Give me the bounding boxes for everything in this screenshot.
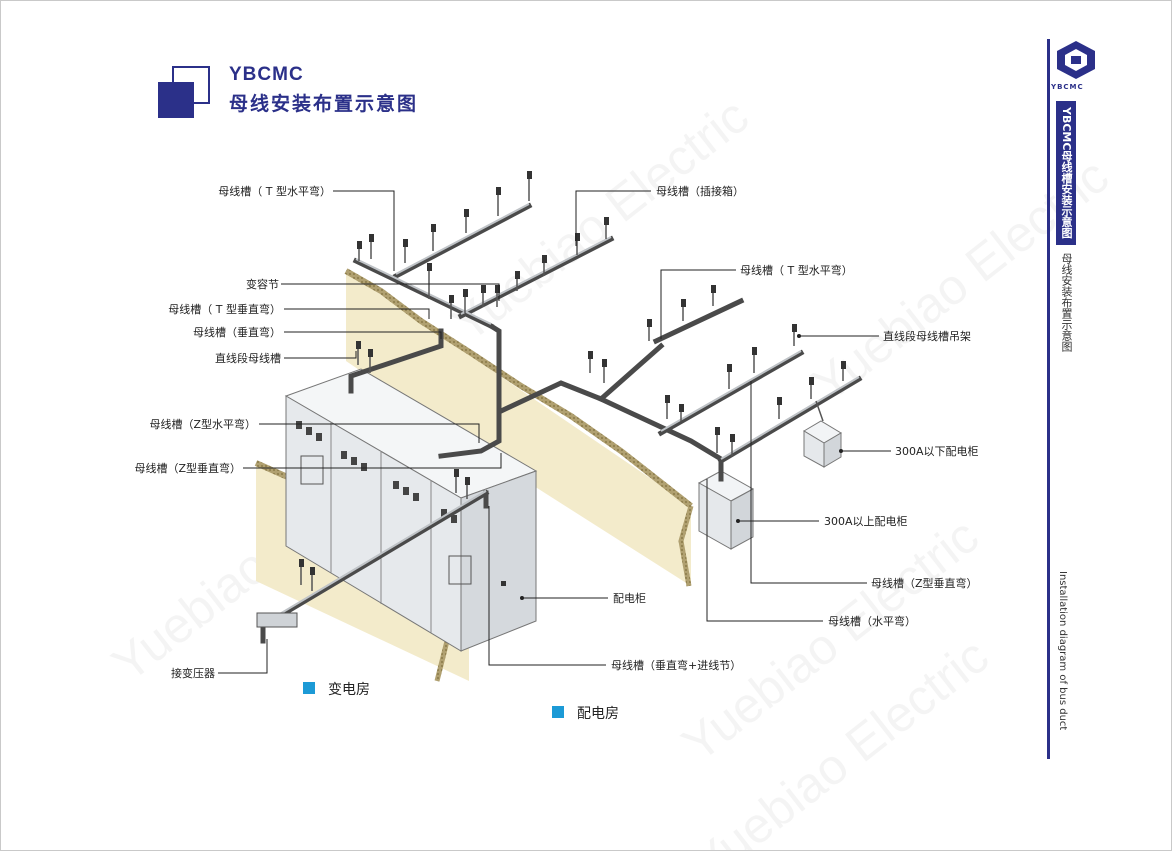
label-expansion: 变容节 bbox=[246, 278, 279, 291]
label-above-300a: 300A以上配电柜 bbox=[824, 515, 908, 528]
label-straight: 直线段母线槽 bbox=[215, 352, 281, 365]
label-t-horizontal-left: 母线槽（ T 型水平弯） bbox=[218, 185, 331, 198]
legend-label-distribution-room: 配电房 bbox=[577, 706, 619, 722]
leader-lines bbox=[218, 190, 891, 674]
logo-square-fill bbox=[158, 82, 194, 118]
sidebar-divider bbox=[1047, 39, 1050, 759]
side-en-caption: Installation diagram of bus duct bbox=[1057, 571, 1068, 731]
label-horizontal-bend: 母线槽（水平弯） bbox=[828, 615, 916, 628]
label-switchgear: 配电柜 bbox=[613, 592, 646, 605]
label-z-vertical-right: 母线槽（Z型垂直弯） bbox=[871, 577, 978, 590]
switchgear-group bbox=[284, 368, 538, 652]
cabinet-below-300a bbox=[803, 420, 842, 468]
label-below-300a: 300A以下配电柜 bbox=[895, 445, 979, 458]
side-section-tag: YBCMC母线槽安装示意图 bbox=[1056, 101, 1076, 245]
leader-dots bbox=[520, 334, 843, 600]
transformer-terminal bbox=[256, 612, 298, 628]
wall-back-edge bbox=[678, 505, 694, 587]
wall-back-top bbox=[344, 268, 693, 509]
brand-name: YBCMC bbox=[229, 64, 304, 85]
label-vertical-inlet: 母线槽（垂直弯+进线节） bbox=[611, 659, 742, 672]
page-title: 母线安装布置示意图 bbox=[229, 93, 419, 115]
label-plug-box: 母线槽（插接箱） bbox=[656, 185, 744, 198]
logo-text: YBCMC bbox=[1051, 83, 1084, 91]
company-logo-icon bbox=[1053, 39, 1099, 81]
legend-marker-substation bbox=[303, 682, 315, 694]
bus-ducts bbox=[259, 202, 863, 644]
bus-ducts-highlight bbox=[262, 203, 860, 625]
header-logo bbox=[158, 66, 210, 118]
hanger-caps bbox=[299, 171, 846, 575]
legend-label-substation: 变电房 bbox=[328, 682, 370, 698]
side-cn-caption: 母线安装布置示意图 bbox=[1060, 253, 1073, 352]
label-z-horizontal: 母线槽（Z型水平弯） bbox=[149, 418, 256, 431]
label-transformer: 接变压器 bbox=[171, 667, 215, 680]
label-t-horizontal-right: 母线槽（ T 型水平弯） bbox=[740, 264, 853, 277]
label-vertical-bend: 母线槽（垂直弯） bbox=[193, 326, 281, 339]
label-hanger: 直线段母线槽吊架 bbox=[883, 330, 971, 343]
label-z-vertical-left: 母线槽（Z型垂直弯） bbox=[134, 462, 241, 475]
bus-duct-diagram bbox=[218, 171, 891, 682]
label-t-vertical: 母线槽（ T 型垂直弯） bbox=[168, 303, 281, 316]
legend-marker-distribution-room bbox=[552, 706, 564, 718]
